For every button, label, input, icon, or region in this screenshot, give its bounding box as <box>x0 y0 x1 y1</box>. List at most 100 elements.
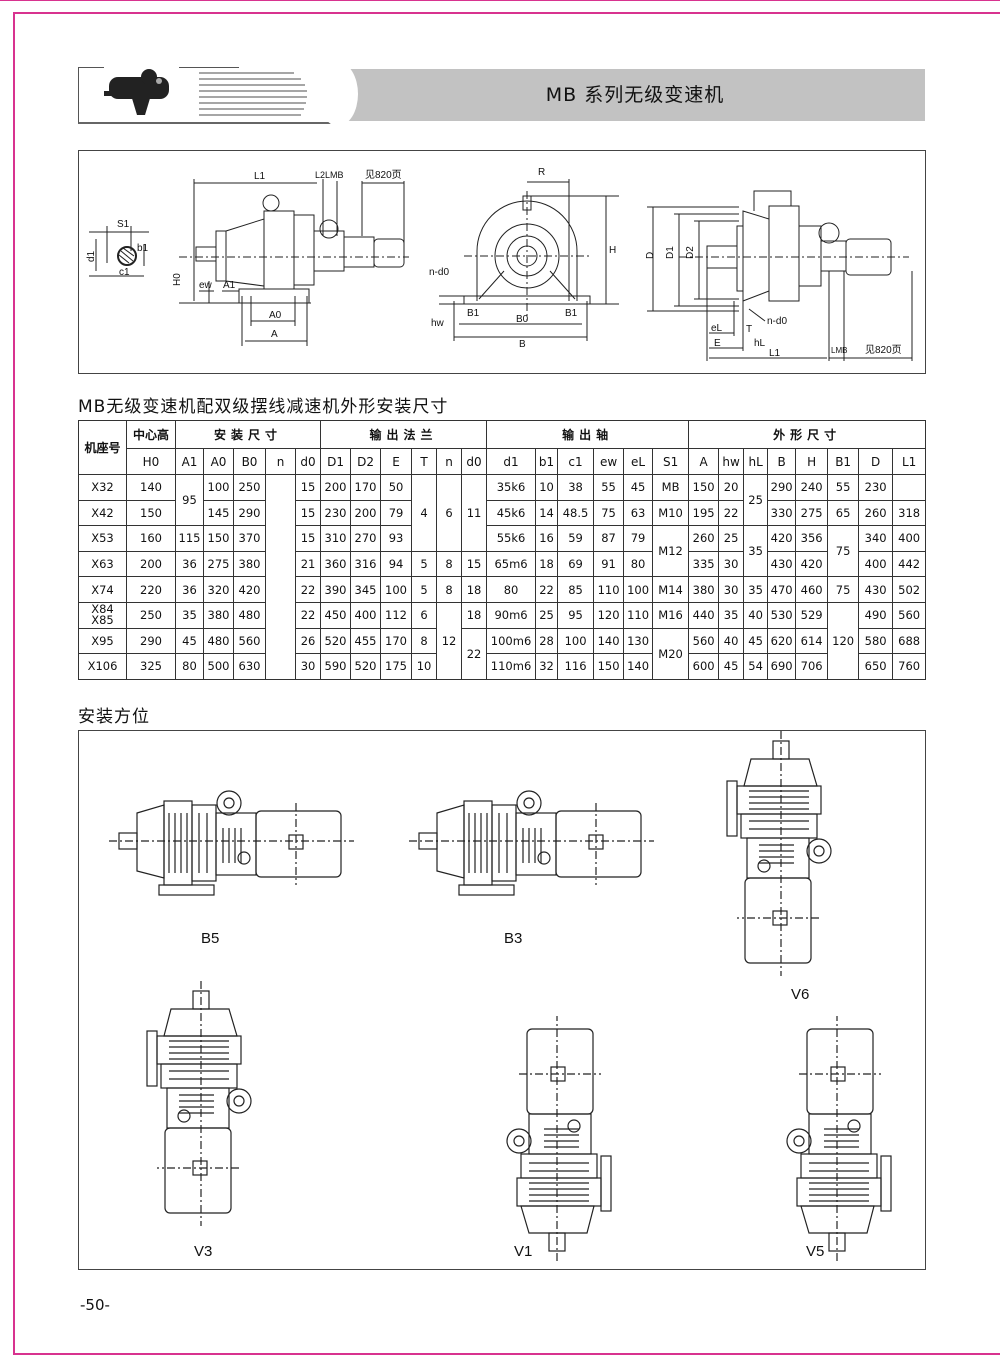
table-cell: 650 <box>858 653 894 680</box>
page-number: -50- <box>80 1296 110 1314</box>
shaft-section-drawing <box>89 226 149 277</box>
table-cell: 455 <box>350 627 382 655</box>
dimension-drawing-svg: S1 d1 b1 c1 L1 L2LMB <box>86 167 913 361</box>
table-cell: 110 <box>623 601 654 629</box>
table-group-header: 中心高 <box>126 420 176 449</box>
table-cell: 22 <box>461 627 488 680</box>
mount-B3-drawing <box>408 790 655 896</box>
table-row-model: X53 <box>78 525 127 552</box>
table-cell: M20 <box>652 627 690 680</box>
mount-label-V6: V6 <box>791 986 809 1003</box>
table-cell: 150 <box>593 653 625 680</box>
table-group-header: 输出轴 <box>486 420 690 449</box>
table-cell: 430 <box>858 576 894 603</box>
mount-label-V5: V5 <box>806 1243 824 1260</box>
table-column-header: D1 <box>320 448 352 475</box>
table-cell: 100m6 <box>486 627 537 655</box>
table-cell: 260 <box>858 499 894 527</box>
table-cell: 270 <box>350 525 382 552</box>
front-view-drawing <box>439 179 619 341</box>
table-column-header: L1 <box>892 448 927 475</box>
table-cell: 22 <box>294 601 322 629</box>
table-cell: 75 <box>827 576 860 603</box>
label-n-d0-flange: n-d0 <box>767 316 787 327</box>
header-line <box>179 67 239 68</box>
page-frame-top <box>13 12 1000 14</box>
table-column-header: H0 <box>126 448 176 475</box>
table-column-header: ew <box>593 448 625 475</box>
table-column-header: S1 <box>652 448 690 475</box>
label-B: B <box>519 339 526 350</box>
table-cell: 400 <box>892 525 927 552</box>
table-cell: 442 <box>892 550 927 578</box>
table-corner-header: 机座号 <box>78 420 127 475</box>
table-cell: 8 <box>436 550 463 578</box>
table-cell: 120 <box>827 601 860 680</box>
label-T: T <box>746 324 752 335</box>
table-cell: 93 <box>380 525 413 552</box>
label-LMB: LMB <box>831 346 847 355</box>
mounting-title: 安装方位 <box>78 707 150 727</box>
table-cell: 80 <box>175 653 204 680</box>
table-cell: 335 <box>688 550 720 578</box>
table-cell: 260 <box>688 525 720 552</box>
table-cell: 22 <box>535 576 559 603</box>
label-D1: D1 <box>665 246 676 259</box>
table-cell: 220 <box>126 576 176 603</box>
table-cell: 95 <box>175 473 204 527</box>
table-cell: 290 <box>233 499 266 527</box>
table-cell: 5 <box>411 576 438 603</box>
page-frame-bottom <box>13 1353 1000 1355</box>
table-cell: 6 <box>436 474 463 552</box>
table-cell: 15 <box>461 550 488 578</box>
table-cell: 310 <box>320 525 352 552</box>
table-cell: 45 <box>718 653 745 680</box>
table-group-header: 输出法兰 <box>320 420 488 449</box>
label-B1-left: B1 <box>467 308 480 319</box>
table-cell: 356 <box>795 525 829 552</box>
table-cell: 380 <box>233 550 266 578</box>
table-cell: 4 <box>411 474 438 552</box>
table-cell: 25 <box>535 601 559 629</box>
table-cell: 614 <box>795 627 829 655</box>
flange-view-drawing <box>647 190 913 361</box>
table-column-header: T <box>411 448 438 475</box>
table-cell: 110 <box>593 576 625 603</box>
table-cell: 630 <box>233 653 266 680</box>
table-cell: 10 <box>535 474 559 501</box>
label-E: E <box>714 338 721 349</box>
table-cell: 580 <box>858 627 894 655</box>
mount-label-V1: V1 <box>514 1243 532 1260</box>
label-see-820: 见820页 <box>365 169 402 181</box>
table-cell: 340 <box>858 525 894 552</box>
table-cell: M10 <box>652 499 690 527</box>
table-cell: 380 <box>203 601 234 629</box>
mount-V1-drawing <box>506 1015 612 1262</box>
label-A1: A1 <box>223 280 236 291</box>
table-cell: 75 <box>827 525 860 578</box>
table-cell: 145 <box>203 499 234 527</box>
table-cell: 140 <box>623 653 654 680</box>
table-cell: 87 <box>593 525 625 552</box>
label-ew: ew <box>199 280 213 291</box>
table-cell: 75 <box>593 499 625 527</box>
table-cell: 275 <box>203 550 234 578</box>
table-column-header: hL <box>743 448 769 475</box>
label-see-820-flange: 见820页 <box>865 344 902 356</box>
table-group-header: 外形尺寸 <box>688 420 927 449</box>
table-cell: 30 <box>718 576 745 603</box>
table-cell: 230 <box>320 499 352 527</box>
table-column-header: B1 <box>827 448 860 475</box>
table-cell: 79 <box>380 499 413 527</box>
label-hw: hw <box>431 318 445 329</box>
mount-label-V3: V3 <box>194 1243 212 1260</box>
table-cell: 50 <box>380 474 413 501</box>
table-cell: 35 <box>175 601 204 629</box>
table-cell: 480 <box>203 627 234 655</box>
mount-label-B3: B3 <box>504 930 522 947</box>
table-cell: 15 <box>294 525 322 552</box>
mount-V5-drawing <box>786 1015 892 1262</box>
table-cell: 55k6 <box>486 525 537 552</box>
